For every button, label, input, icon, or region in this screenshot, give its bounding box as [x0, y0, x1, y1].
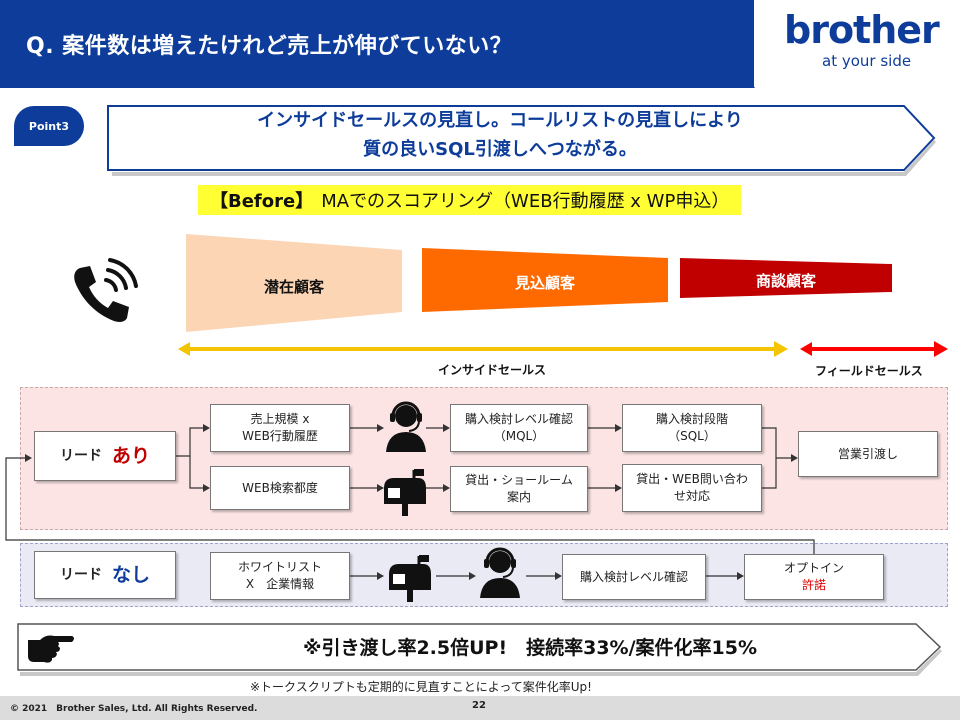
flow-connectors: [5, 424, 815, 580]
optin-label: オプトイン: [783, 561, 844, 575]
timeline-arrows: [178, 341, 948, 357]
inside-sales-label: インサイドセールス: [438, 363, 547, 377]
lead-no-label: リード: [59, 566, 102, 583]
web-search-box: WEB検索都度: [210, 466, 350, 510]
funnel-stage-3-label: 商談顧客: [755, 272, 816, 290]
sales-handover-box: 営業引渡し: [798, 431, 938, 477]
funnel-stage-2-shape: [422, 248, 668, 312]
point-banner-arrow: [107, 105, 936, 176]
footnote: ※トークスクリプトも定期的に見直すことによって案件化率Up!: [250, 680, 592, 694]
purchase-check-box: 購入検討レベル確認: [562, 554, 706, 600]
optin-box: オプトイン 許諾: [744, 554, 884, 600]
brand-logo: brother: [784, 8, 940, 52]
rental-web-inquiry-box: 貸出・WEB問い合わ せ対応: [622, 464, 762, 512]
lead-yes-flag: あり: [111, 444, 150, 467]
point-line-1: インサイドセールスの見直し。コールリストの見直しにより: [257, 110, 743, 131]
mailbox-icon-bottom: [389, 555, 431, 602]
funnel-stage-3-shape: [680, 258, 892, 298]
logo-area: [754, 0, 960, 88]
before-label: 【Before】 MAでのスコアリング（WEB行動履歴 x WP申込）: [198, 185, 742, 215]
mql-check-box: 購入検討レベル確認 （MQL）: [450, 404, 588, 452]
before-label-bold: 【Before】: [210, 191, 314, 212]
point-line-2: 質の良いSQL引渡しへつながる。: [363, 139, 637, 160]
pointing-hand-icon: [28, 635, 74, 663]
sales-scale-web-history-box: 売上規模 x WEB行動履歴: [210, 404, 350, 452]
lead-no-box: リード なし: [34, 551, 176, 599]
page-number: 22: [472, 700, 486, 711]
funnel-stage-1-shape: [186, 234, 402, 332]
optin-permission-label: 許諾: [801, 578, 826, 592]
phone-icon: [74, 258, 138, 322]
copyright-text: © 2021 Brother Sales, Ltd. All Rights Re…: [10, 704, 258, 714]
brand-tagline: at your side: [822, 52, 912, 70]
lead-yes-label: リード: [59, 447, 102, 464]
lead-no-flag: なし: [111, 563, 150, 586]
whitelist-company-box: ホワイトリスト X 企業情報: [210, 552, 350, 600]
lead-yes-box: リード あり: [34, 431, 176, 481]
funnel-chart: [186, 234, 892, 332]
mailbox-icon: [384, 469, 426, 516]
operator-icon-bottom: [480, 547, 520, 598]
sql-stage-box: 購入検討段階 （SQL）: [622, 404, 762, 452]
point-badge: Point3: [14, 106, 84, 146]
footer-bar: [0, 696, 960, 720]
page-title: Q. 案件数は増えたけれど売上が伸びていない？: [26, 34, 513, 59]
before-label-rest: MAでのスコアリング（WEB行動履歴 x WP申込）: [321, 191, 730, 212]
funnel-stage-2-label: 見込顧客: [514, 274, 575, 292]
operator-icon: [386, 401, 426, 452]
funnel-stage-1-label: 潜在顧客: [263, 278, 324, 296]
rental-showroom-box: 貸出・ショールーム 案内: [450, 466, 588, 512]
field-sales-label: フィールドセールス: [815, 364, 923, 378]
point-banner-text: インサイドセールスの見直し。コールリストの見直しにより 質の良いSQL引渡しへつ…: [110, 106, 890, 164]
result-text: ※引き渡し率2.5倍UP! 接続率33%/案件化率15%: [302, 637, 758, 659]
result-banner-arrow: [17, 623, 942, 676]
